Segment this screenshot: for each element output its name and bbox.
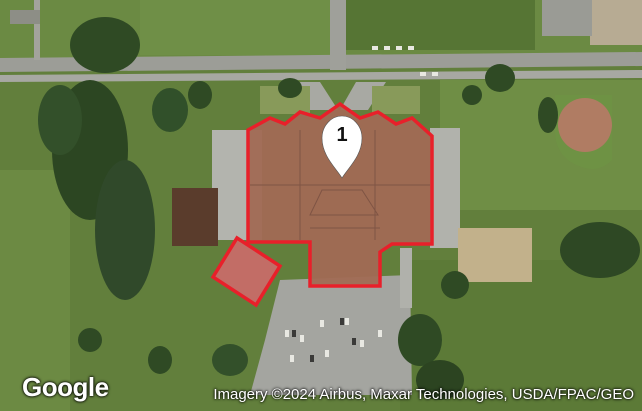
location-pin-icon[interactable] [321,115,363,179]
highlighted-building-main [246,101,434,288]
imagery-attribution: Imagery ©2024 Airbus, Maxar Technologies… [213,386,634,403]
google-logo: Google [22,372,109,402]
location-pin-label: 1 [336,124,348,146]
highlighted-building-annex [210,235,283,308]
